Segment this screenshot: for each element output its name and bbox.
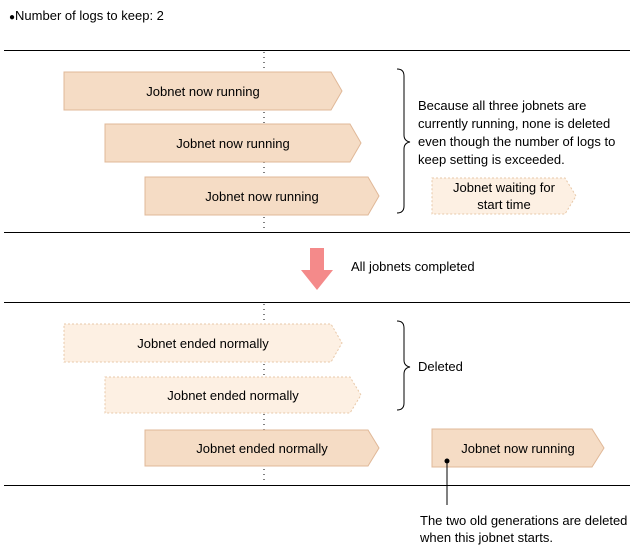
down-arrow-icon [301,248,333,290]
jobnet-running-shape-2 [104,123,362,163]
deleted-note: Deleted [418,359,463,374]
brace-note-line: currently running, none is deleted [418,116,611,131]
callout-text: The two old generations are deleted when… [420,512,627,546]
transition-text: All jobnets completed [351,259,475,274]
divider-bottom [4,485,630,486]
header-text: Number of logs to keep: 2 [15,8,164,23]
jobnet-ended-shape-2 [104,376,362,414]
jobnet-new-running-shape [431,428,605,468]
jobnet-running-label-2: Jobnet now running [176,136,290,151]
brace-note-line: Because all three jobnets are [418,98,587,113]
jobnet-ended-shape-3 [144,429,380,467]
jobnet-ended-shape-1 [63,323,343,363]
callout-line-text: when this jobnet starts. [420,530,553,545]
divider-top [4,50,630,51]
jobnet-ended-label-3: Jobnet ended normally [196,441,328,456]
jobnet-running-shape-3 [144,176,380,216]
brace-note-line: even though the number of logs to [418,134,616,149]
jobnet-running-label-1: Jobnet now running [146,84,260,99]
jobnet-new-running-label: Jobnet now running [461,441,575,456]
waiting-label-line: start time [477,197,531,212]
jobnet-waiting-shape [431,177,577,215]
divider-mid-2 [4,302,630,303]
jobnet-running-label-3: Jobnet now running [205,189,319,204]
callout-line-text: The two old generations are deleted [420,513,628,528]
waiting-label-line: Jobnet waiting for [453,180,555,195]
logs-to-keep-header: ●Number of logs to keep: 2 [9,7,164,27]
jobnet-waiting-label: Jobnet waiting for start time [432,179,576,213]
jobnet-ended-label-2: Jobnet ended normally [167,388,299,403]
brace-section2 [396,320,411,411]
brace-section1 [396,68,411,214]
jobnet-running-shape-1 [63,71,343,111]
jobnet-ended-label-1: Jobnet ended normally [137,336,269,351]
brace-note-section1: Because all three jobnets are currently … [418,97,615,169]
brace-note-line: keep setting is exceeded. [418,152,565,167]
divider-mid-1 [4,232,630,233]
bullet-icon: ● [9,12,16,23]
